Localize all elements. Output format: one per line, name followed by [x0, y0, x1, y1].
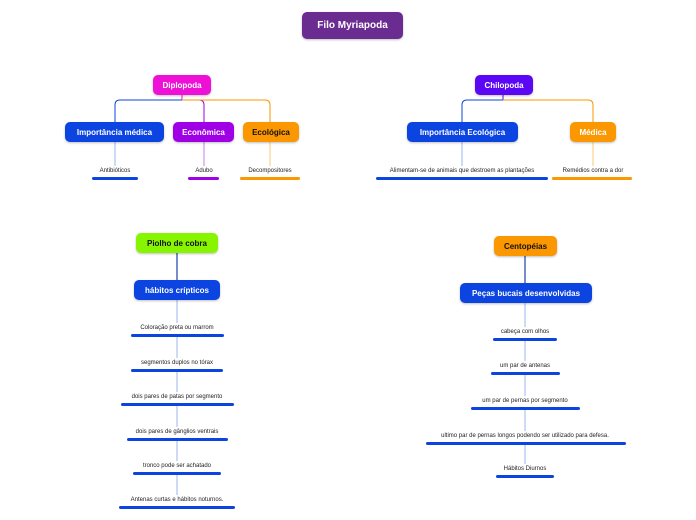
item-underline — [426, 442, 626, 445]
leaf-underline — [552, 177, 632, 180]
item-underline — [131, 334, 224, 337]
item-habitos-diurnos[interactable]: Hábitos Diurnos — [503, 466, 547, 472]
item-cabeca[interactable]: cabeça com olhos — [500, 329, 550, 335]
item-segmentos-duplos[interactable]: segmentos duplos no tórax — [140, 360, 214, 366]
item-underline — [491, 372, 560, 375]
item-underline — [133, 472, 221, 475]
leaf-adubo[interactable]: Adubo — [195, 168, 213, 174]
branch-ecologica[interactable]: Ecológica — [243, 122, 299, 142]
leaf-antibioticos[interactable]: Antibióticos — [99, 168, 131, 174]
branch-pecas-bucais[interactable]: Peças bucais desenvolvidas — [460, 283, 592, 303]
leaf-decompositores[interactable]: Decompositores — [248, 168, 292, 174]
item-underline — [496, 475, 554, 478]
item-underline — [121, 403, 234, 406]
leaf-alimentam-se[interactable]: Alimentam-se de animais que destroem as … — [389, 168, 535, 174]
item-antenas-curtas[interactable]: Antenas curtas e hábitos noturnos. — [130, 497, 224, 503]
item-tronco[interactable]: tronco pode ser achatado — [142, 463, 212, 469]
connector — [114, 99, 182, 122]
leaf-underline — [92, 177, 138, 180]
item-underline — [131, 369, 223, 372]
leaf-underline — [188, 177, 219, 180]
item-underline — [471, 407, 580, 410]
topic-centopeias[interactable]: Centopéias — [494, 236, 557, 256]
leaf-underline — [376, 177, 548, 180]
leaf-remedios[interactable]: Remédios contra a dor — [562, 168, 624, 174]
branch-medica[interactable]: Médica — [570, 122, 616, 142]
topic-piolho-de-cobra[interactable]: Piolho de cobra — [136, 233, 218, 253]
connector — [461, 99, 503, 122]
item-ultimo-par[interactable]: ultimo par de pernas longos podendo ser … — [441, 433, 609, 439]
root-topic[interactable]: Filo Myriapoda — [302, 12, 403, 39]
topic-chilopoda[interactable]: Chilopoda — [475, 75, 533, 95]
item-antenas[interactable]: um par de antenas — [499, 363, 551, 369]
connector — [503, 99, 594, 122]
connector — [182, 99, 271, 122]
branch-habitos-cripticos[interactable]: hábitos crípticos — [134, 280, 220, 300]
item-underline — [127, 438, 228, 441]
branch-importancia-medica[interactable]: Importância médica — [65, 122, 164, 142]
leaf-underline — [240, 177, 300, 180]
item-underline — [119, 506, 235, 509]
branch-economica[interactable]: Econômica — [173, 122, 234, 142]
item-pernas-por-segmento[interactable]: um par de pernas por segmento — [482, 398, 568, 404]
item-underline — [493, 338, 557, 341]
topic-diplopoda[interactable]: Diplopoda — [153, 75, 211, 95]
item-coloracao[interactable]: Coloração preta ou marrom — [140, 325, 214, 331]
connector — [182, 99, 205, 122]
item-pares-de-patas[interactable]: dois pares de patas por segmento — [131, 394, 223, 400]
item-ganglios[interactable]: dois pares de gânglios ventrais — [135, 429, 219, 435]
branch-importancia-ecologica[interactable]: Importância Ecológica — [407, 122, 518, 142]
